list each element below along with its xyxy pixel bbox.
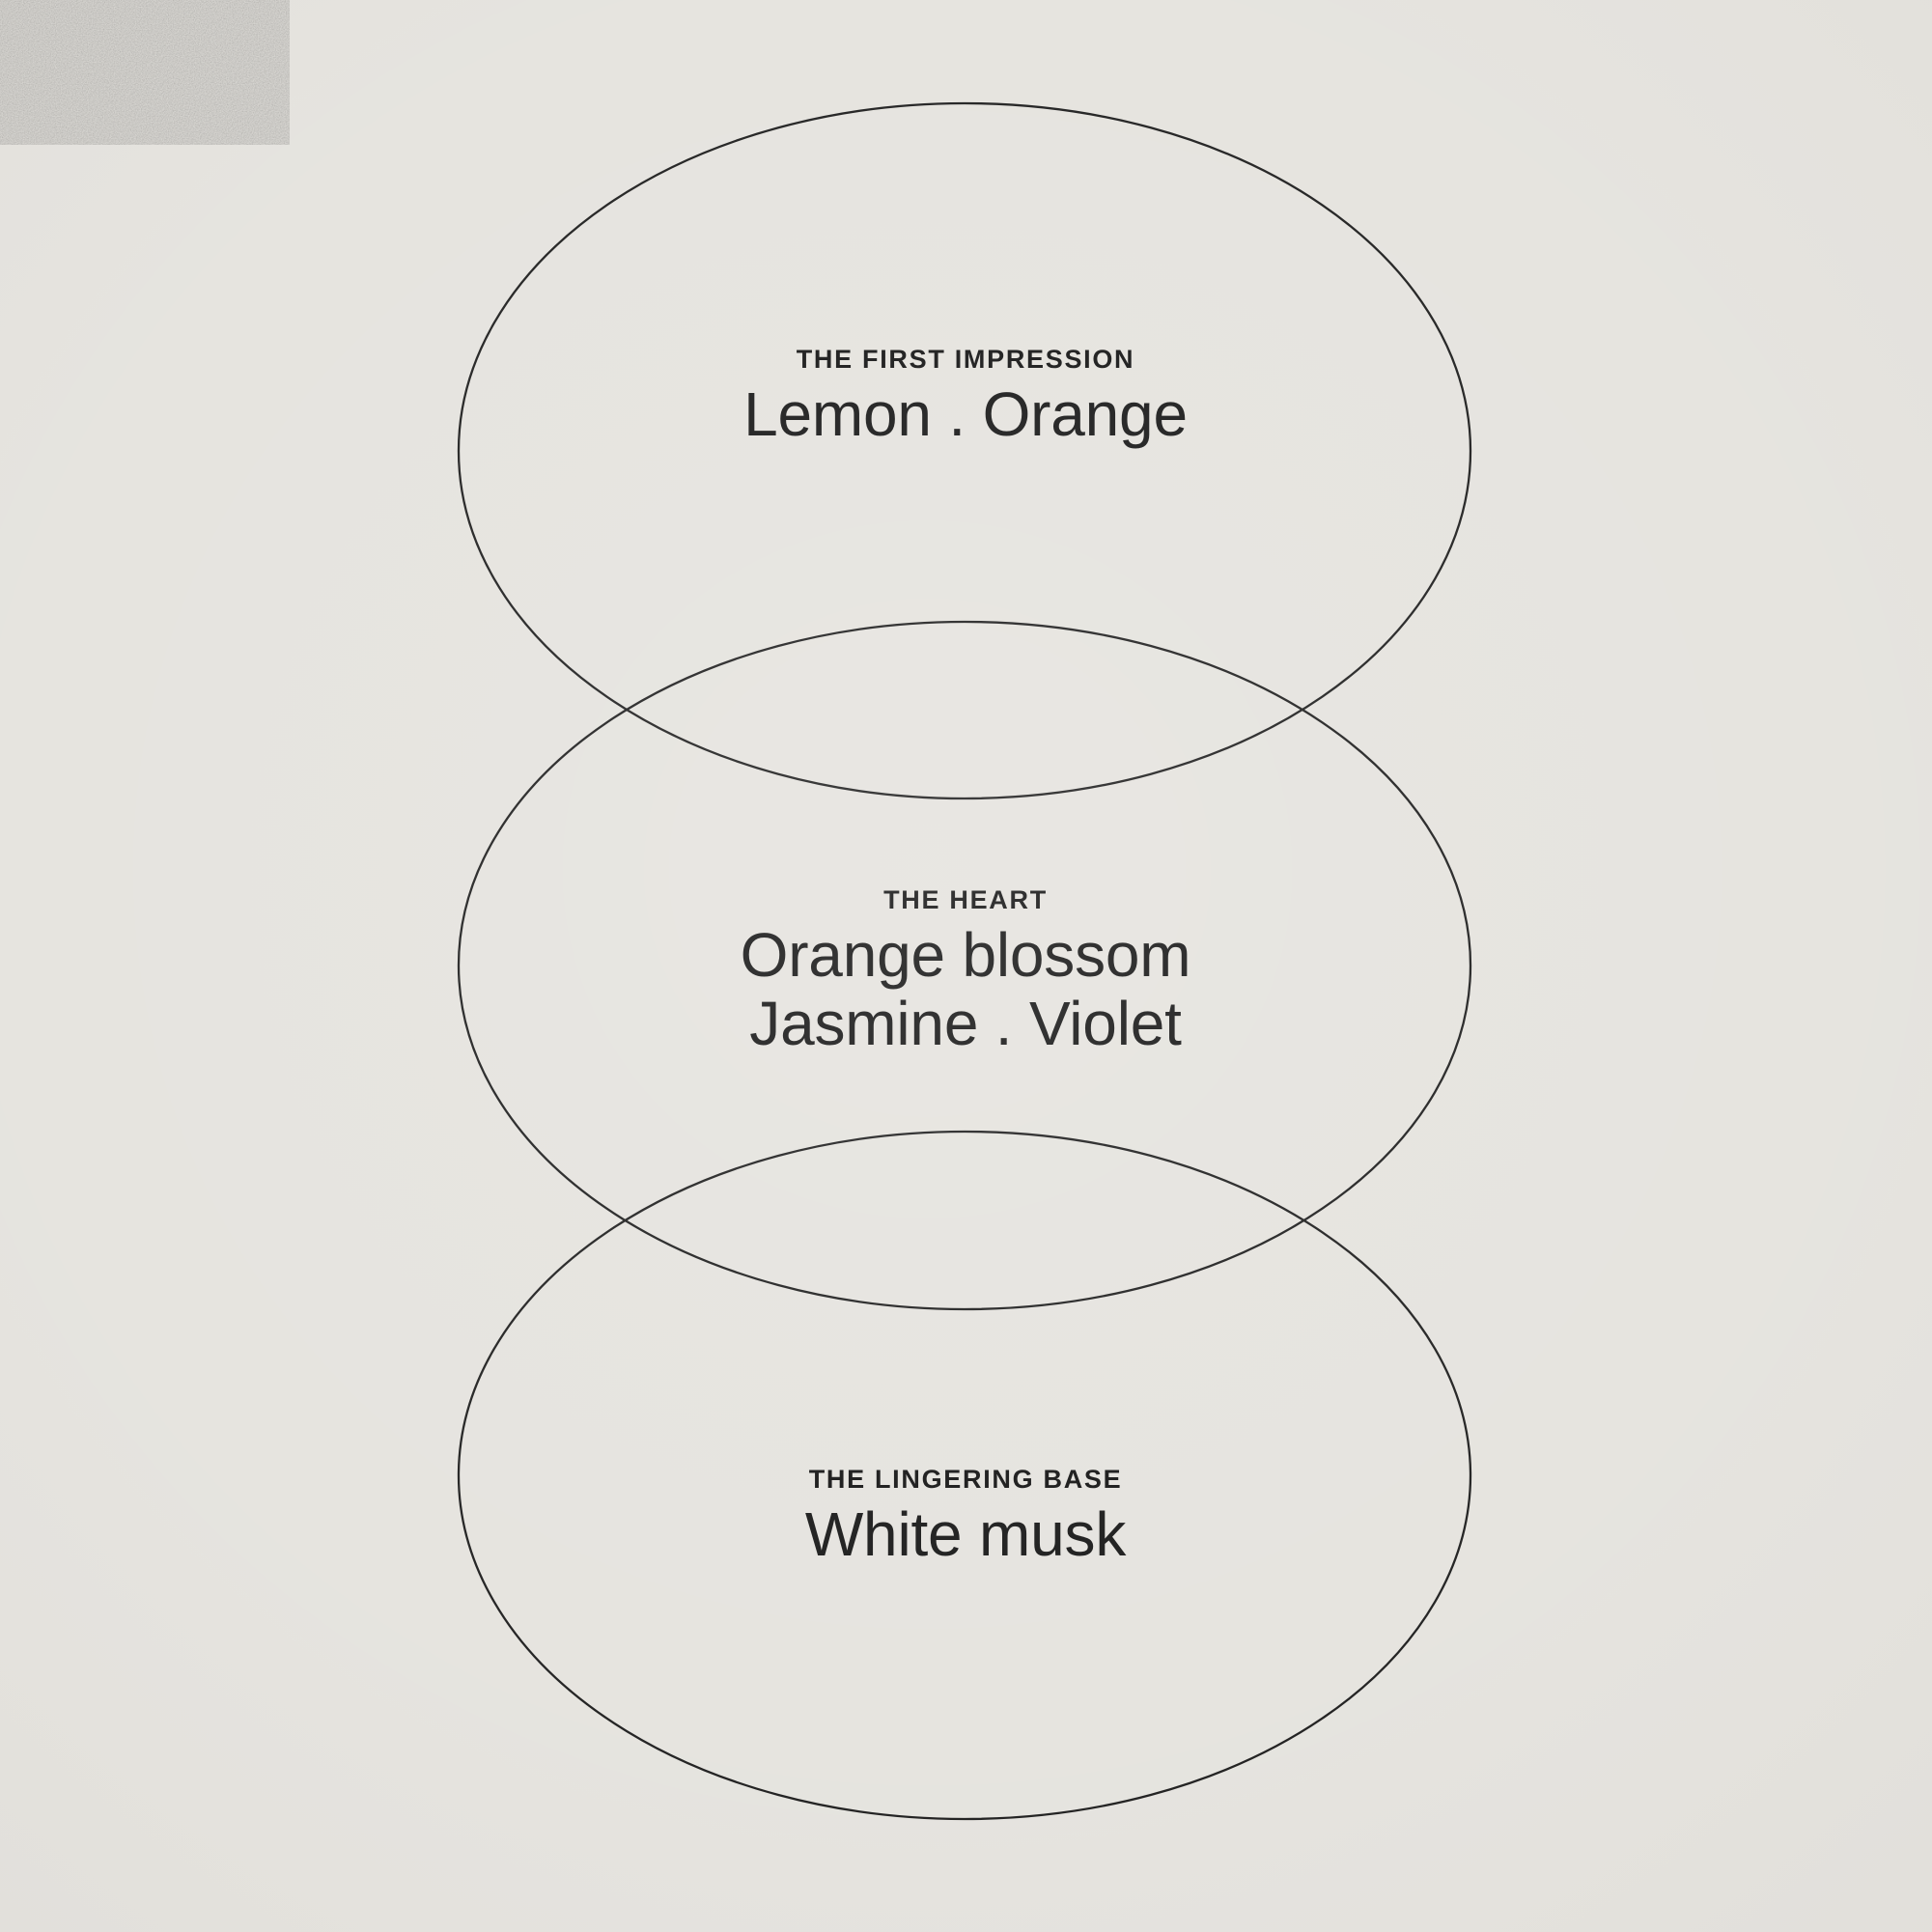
ellipse-top-notes	[457, 101, 1472, 800]
ellipse-base-notes	[457, 1130, 1472, 1821]
ellipse-heart-notes	[457, 620, 1472, 1311]
